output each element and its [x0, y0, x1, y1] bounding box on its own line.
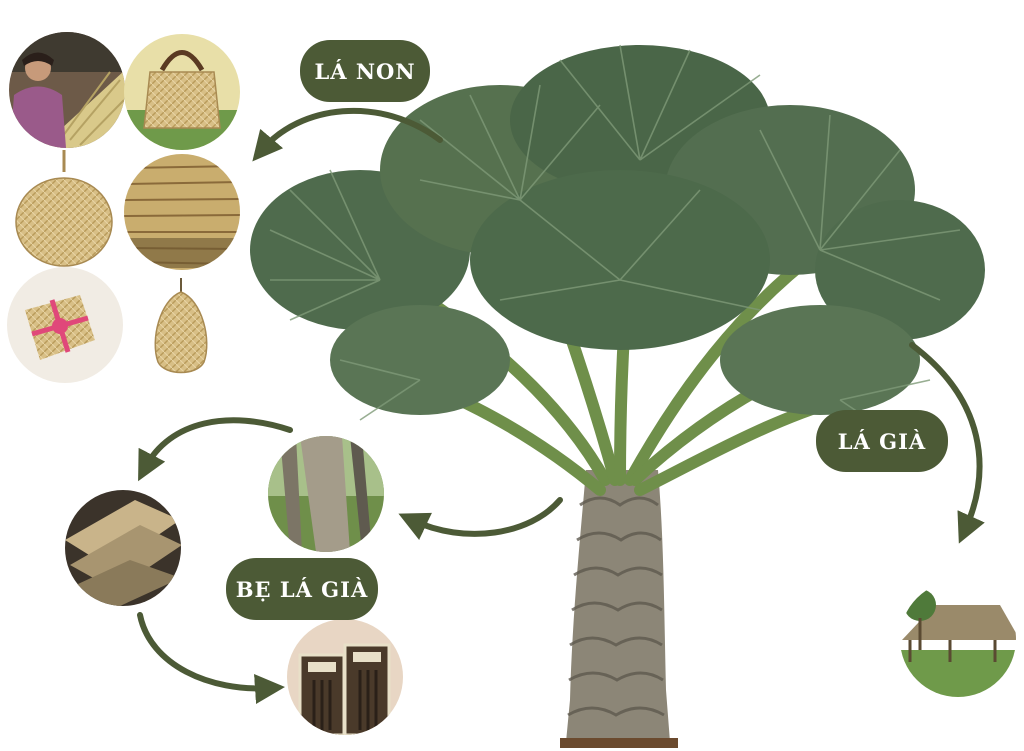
palm-trunk-base-photo [268, 436, 384, 552]
arrow-to-old-leaf-product [909, 342, 985, 544]
young-leaf-products [7, 32, 240, 383]
palm-tree-illustration [250, 44, 985, 748]
arrow-to-chopsticks [137, 612, 285, 704]
label-young-leaf: LÁ NON [300, 40, 430, 102]
woven-mat-strips [124, 154, 240, 270]
arrow-to-plank [138, 417, 293, 482]
leaf-sheath-pieces [65, 490, 181, 606]
woven-pendant-lamp [154, 278, 208, 374]
thatched-hut-photo [900, 581, 1016, 697]
woven-gift-box [7, 267, 123, 383]
packaged-chopsticks [287, 619, 403, 735]
label-old-leaf-base: BẸ LÁ GIÀ [226, 558, 378, 620]
old-leaf-base-products [65, 436, 403, 735]
old-leaf-products [900, 581, 1016, 697]
arrow-to-trunk-base [398, 497, 563, 540]
woven-hand-fan [15, 150, 113, 267]
palm-fronds [250, 45, 985, 415]
woman-weaving-photo [9, 32, 125, 148]
arrow-to-young-products [252, 107, 443, 162]
woven-basket-bag [124, 34, 240, 150]
label-old-leaf: LÁ GIÀ [816, 410, 948, 472]
